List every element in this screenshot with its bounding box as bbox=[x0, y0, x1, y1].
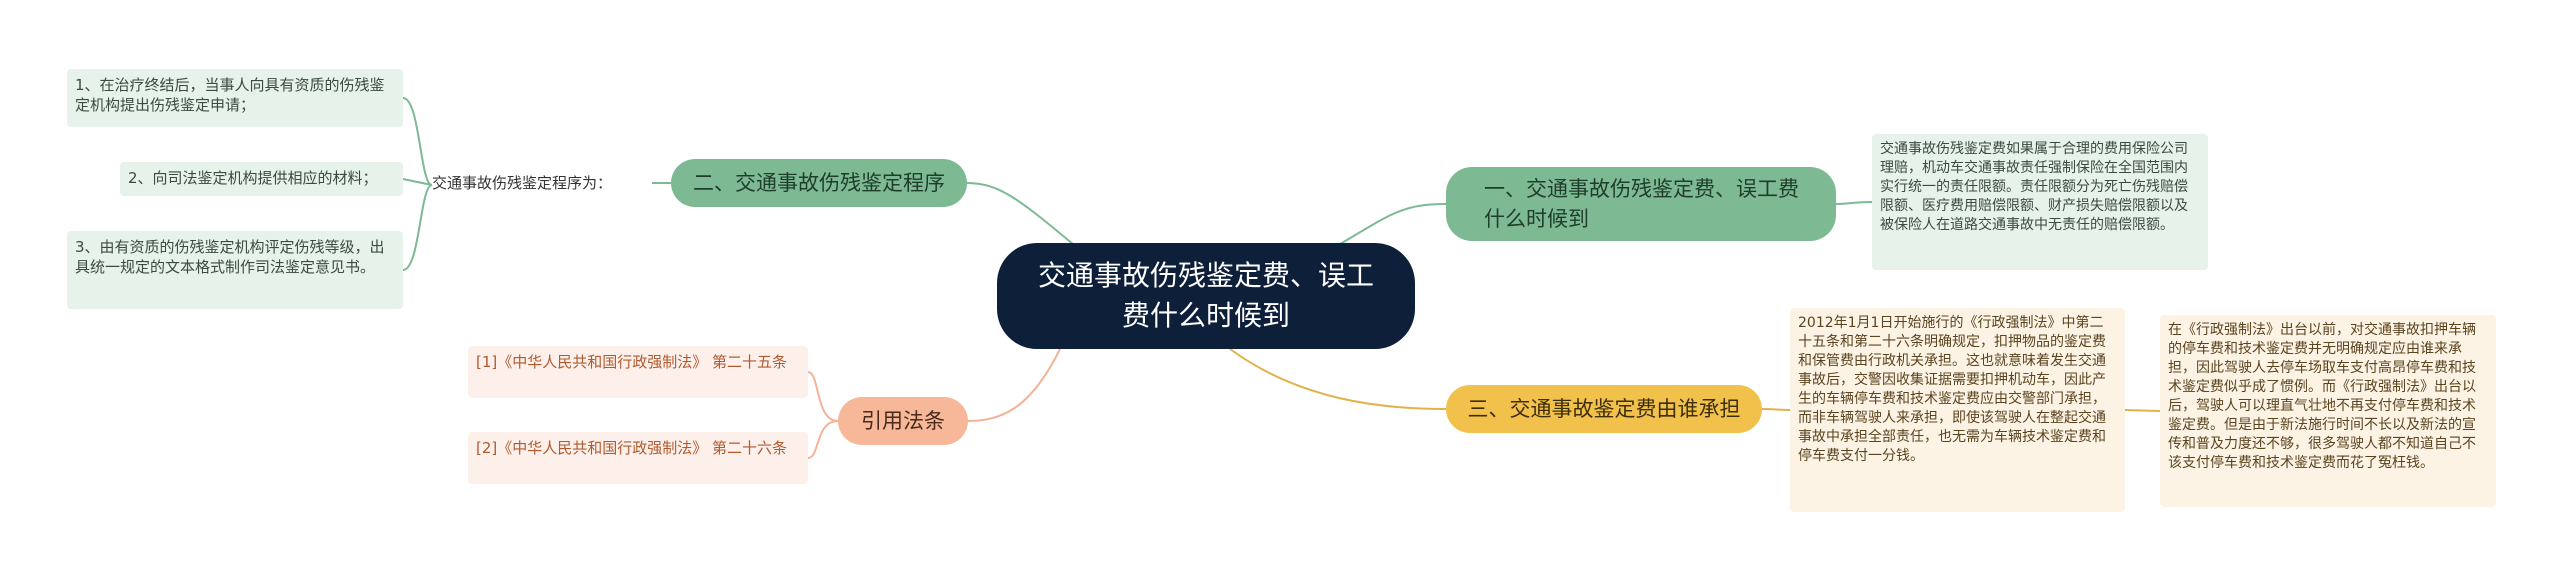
mid-topic-text: 交通事故伤残鉴定程序为： bbox=[432, 174, 613, 192]
link-mid-leaf3 bbox=[402, 184, 433, 271]
branch-4-leaf-2[interactable]: [2]《中华人民共和国行政强制法》 第二十六条 bbox=[468, 432, 808, 484]
link-branch4-leaf1 bbox=[807, 371, 839, 422]
branch-2[interactable]: 二、交通事故伤残鉴定程序 bbox=[671, 159, 967, 207]
link-root-branch4 bbox=[967, 348, 1061, 422]
branch-3-leaf-1[interactable]: 2012年1月1日开始施行的《行政强制法》中第二十五条和第二十六条明确规定，扣押… bbox=[1790, 308, 2125, 512]
leaf-text: [2]《中华人民共和国行政强制法》 第二十六条 bbox=[476, 439, 788, 457]
link-branch3-leaf1 bbox=[1761, 408, 1791, 411]
branch-3-label: 三、交通事故鉴定费由谁承担 bbox=[1467, 397, 1741, 421]
branch-4[interactable]: 引用法条 bbox=[838, 397, 968, 445]
leaf-text: [1]《中华人民共和国行政强制法》 第二十五条 bbox=[476, 353, 788, 371]
branch-2-leaf-1[interactable]: 1、在治疗终结后，当事人向具有资质的伤残鉴定机构提出伤残鉴定申请； bbox=[67, 69, 403, 127]
link-mid-bracket bbox=[402, 97, 433, 186]
branch-3[interactable]: 三、交通事故鉴定费由谁承担 bbox=[1446, 385, 1762, 433]
link-branch4-leaf2 bbox=[807, 420, 839, 459]
branch-4-leaf-1[interactable]: [1]《中华人民共和国行政强制法》 第二十五条 bbox=[468, 346, 808, 398]
root-title: 交通事故伤残鉴定费、误工费什么时候到 bbox=[1037, 259, 1374, 332]
link-root-branch1 bbox=[1329, 203, 1447, 251]
link-branch1-leaf bbox=[1835, 201, 1873, 205]
branch-2-label: 二、交通事故伤残鉴定程序 bbox=[693, 171, 945, 195]
leaf-text: 3、由有资质的伤残鉴定机构评定伤残等级，出具统一规定的文本格式制作司法鉴定意见书… bbox=[75, 238, 385, 276]
leaf-text: 2、向司法鉴定机构提供相应的材料； bbox=[128, 169, 378, 187]
branch-1[interactable]: 一、交通事故伤残鉴定费、误工费什么时候到 bbox=[1446, 167, 1836, 241]
leaf-text: 2012年1月1日开始施行的《行政强制法》中第二十五条和第二十六条明确规定，扣押… bbox=[1798, 315, 2106, 464]
branch-2-leaf-3[interactable]: 3、由有资质的伤残鉴定机构评定伤残等级，出具统一规定的文本格式制作司法鉴定意见书… bbox=[67, 231, 403, 309]
branch-4-label: 引用法条 bbox=[861, 409, 945, 433]
leaf-text: 交通事故伤残鉴定费如果属于合理的费用保险公司理赔，机动车交通事故责任强制保险在全… bbox=[1880, 141, 2188, 233]
branch-3-leaf-2[interactable]: 在《行政强制法》出台以前，对交通事故扣押车辆的停车费和技术鉴定费并无明确规定应由… bbox=[2160, 315, 2496, 507]
root-topic[interactable]: 交通事故伤残鉴定费、误工费什么时候到 bbox=[997, 243, 1415, 349]
branch-2-leaf-2[interactable]: 2、向司法鉴定机构提供相应的材料； bbox=[120, 162, 403, 196]
link-mid-leaf2 bbox=[402, 178, 433, 186]
leaf-text: 在《行政强制法》出台以前，对交通事故扣押车辆的停车费和技术鉴定费并无明确规定应由… bbox=[2168, 322, 2476, 471]
link-root-branch2 bbox=[966, 182, 1081, 251]
branch-1-leaf[interactable]: 交通事故伤残鉴定费如果属于合理的费用保险公司理赔，机动车交通事故责任强制保险在全… bbox=[1872, 134, 2208, 270]
link-leaf1-leaf2 bbox=[2124, 409, 2161, 412]
leaf-text: 1、在治疗终结后，当事人向具有资质的伤残鉴定机构提出伤残鉴定申请； bbox=[75, 76, 385, 114]
link-root-branch3 bbox=[1229, 348, 1447, 410]
branch-2-mid-topic[interactable]: 交通事故伤残鉴定程序为： bbox=[432, 173, 652, 197]
branch-1-label: 一、交通事故伤残鉴定费、误工费什么时候到 bbox=[1484, 177, 1799, 231]
